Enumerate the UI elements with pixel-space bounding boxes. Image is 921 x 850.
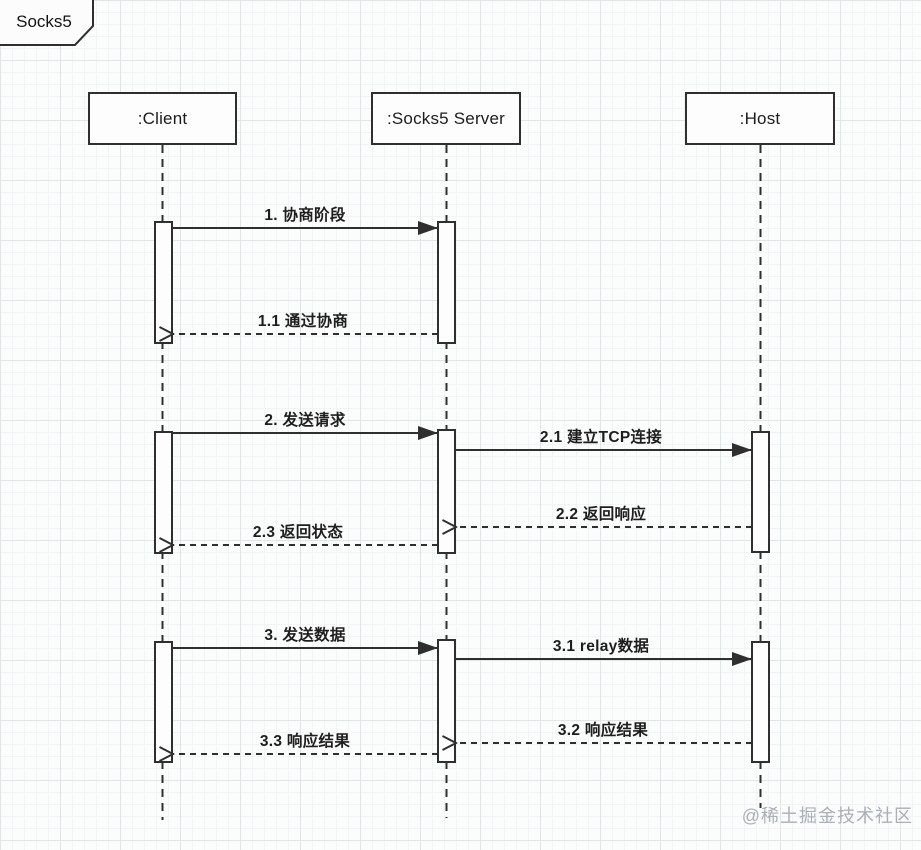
activation-bar-server-1: [437, 221, 456, 344]
diagram-title-tab: Socks5: [0, 0, 110, 50]
activation-bar-host-2: [751, 641, 770, 763]
message-label-2-3: 2.3 返回状态: [252, 524, 344, 541]
actor-label-host: :Host: [739, 108, 781, 128]
actor-label-socks5-server: :Socks5 Server: [386, 108, 506, 128]
activation-bar-client-3: [154, 641, 173, 763]
watermark-text: @稀土掘金技术社区: [741, 806, 913, 826]
title-tab-shape: [0, 0, 94, 46]
message-label-3-3: 3.3 响应结果: [259, 733, 351, 750]
actor-box-client: :Client: [88, 92, 237, 145]
actor-label-client: :Client: [137, 108, 188, 128]
diagram-title: Socks5: [16, 12, 72, 31]
message-label-3: 3. 发送数据: [264, 627, 346, 644]
activation-bar-client-2: [154, 431, 173, 554]
message-label-1-1: 1.1 通过协商: [257, 313, 349, 330]
message-label-3-2: 3.2 响应结果: [557, 722, 649, 739]
activation-bar-server-2: [437, 429, 456, 554]
actor-box-socks5-server: :Socks5 Server: [371, 92, 521, 145]
actor-box-host: :Host: [685, 92, 835, 145]
message-label-2-2: 2.2 返回响应: [555, 506, 647, 523]
message-label-2: 2. 发送请求: [264, 412, 346, 429]
activation-bar-server-3: [437, 639, 456, 763]
activation-bar-client-1: [154, 221, 173, 344]
message-label-1: 1. 协商阶段: [264, 207, 346, 224]
activation-bar-host-1: [751, 431, 770, 553]
message-label-2-1: 2.1 建立TCP连接: [539, 429, 663, 446]
message-label-3-1: 3.1 relay数据: [552, 638, 650, 655]
